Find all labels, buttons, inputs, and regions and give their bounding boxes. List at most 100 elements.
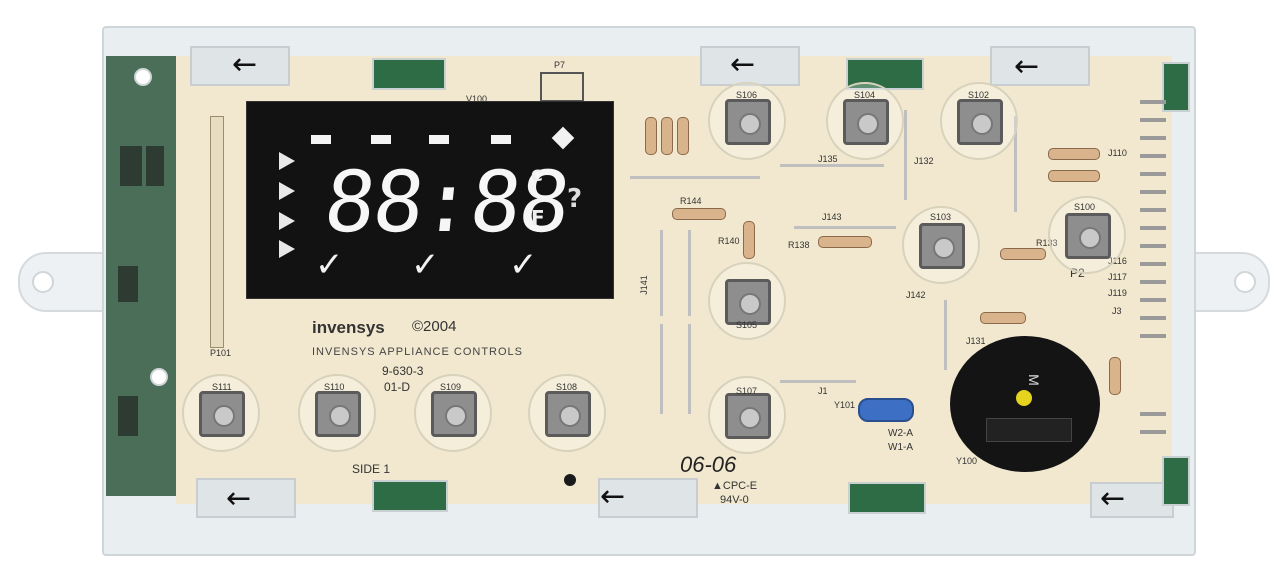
case-mount-ear-right xyxy=(1184,252,1270,312)
arrow-left-icon: ← xyxy=(730,47,756,82)
jumper-wire xyxy=(794,226,896,229)
label-s105: S105 xyxy=(736,320,758,330)
label-j131: J131 xyxy=(966,336,986,346)
case-tab xyxy=(598,478,698,518)
case-clip-right xyxy=(1162,62,1190,112)
label-j135: J135 xyxy=(818,154,838,164)
resistor xyxy=(1000,248,1046,260)
vfd-display: 88:88 C F ? ✓ ✓ ✓ xyxy=(246,101,614,299)
jumper-wire xyxy=(660,230,663,316)
jumper-wire xyxy=(630,176,760,179)
display-unit-c: C xyxy=(531,166,543,185)
resistor xyxy=(645,117,657,155)
display-diamond-icon xyxy=(551,126,575,150)
rating-text: 94V-0 xyxy=(720,494,749,506)
label-y101: Y101 xyxy=(834,400,856,410)
tactile-switch-s104[interactable] xyxy=(826,82,904,160)
resistor xyxy=(1048,170,1100,182)
arrow-left-icon: ← xyxy=(1014,49,1040,84)
label-p101: P101 xyxy=(210,348,232,358)
arrow-left-icon: ← xyxy=(600,479,626,514)
display-arrow-icon xyxy=(279,212,295,230)
label-s100: S100 xyxy=(1074,202,1096,212)
label-j3: J3 xyxy=(1112,306,1122,316)
case-mount-ear-left xyxy=(18,252,114,312)
arrow-left-icon: ← xyxy=(1100,481,1126,516)
label-p7: P7 xyxy=(554,60,566,70)
date-code-text: 06-06 xyxy=(680,452,737,477)
label-s109: S109 xyxy=(440,382,462,392)
jumper-wire xyxy=(660,324,663,414)
connector-p101 xyxy=(210,116,224,348)
resistor xyxy=(980,312,1026,324)
jumper-wire xyxy=(1014,116,1017,212)
label-j142: J142 xyxy=(906,290,926,300)
tactile-switch-s103[interactable] xyxy=(902,206,980,284)
tactile-switch-s110[interactable] xyxy=(298,374,376,452)
edge-pin-header xyxy=(1140,100,1166,450)
connector-p7 xyxy=(540,72,584,102)
label-j1: J1 xyxy=(818,386,828,396)
crystal-label: W2-A xyxy=(888,428,913,439)
display-question-icon: ? xyxy=(567,184,583,214)
cpc-text: ▲CPC-E xyxy=(712,480,758,492)
arrow-left-icon: ← xyxy=(226,481,252,516)
jumper-wire xyxy=(688,324,691,414)
arrow-left-icon: ← xyxy=(232,47,258,82)
tactile-switch-s106[interactable] xyxy=(708,82,786,160)
display-check-icon: ✓ xyxy=(509,245,538,285)
display-arrow-icon xyxy=(279,240,295,258)
label-r133: R133 xyxy=(1036,238,1058,248)
display-indicator-bar xyxy=(311,135,331,144)
buzzer-mark: M xyxy=(1025,374,1042,386)
label-j110: J110 xyxy=(1108,148,1127,158)
tactile-switch-s100[interactable] xyxy=(1048,196,1126,274)
tactile-switch-s108[interactable] xyxy=(528,374,606,452)
case-tab xyxy=(196,478,296,518)
display-indicator-bar xyxy=(429,135,449,144)
label-j116: J116 xyxy=(1108,256,1127,266)
tactile-switch-s102[interactable] xyxy=(940,82,1018,160)
display-check-icon: ✓ xyxy=(411,245,440,285)
label-j143: J143 xyxy=(822,212,842,222)
label-y100: Y100 xyxy=(956,456,978,466)
label-r144: R144 xyxy=(680,196,702,206)
label-s108: S108 xyxy=(556,382,578,392)
jumper-wire xyxy=(944,300,947,370)
display-arrow-icon xyxy=(279,182,295,200)
tactile-switch-s107[interactable] xyxy=(708,376,786,454)
label-s102: S102 xyxy=(968,90,990,100)
resistor xyxy=(1048,148,1100,160)
company-text: INVENSYS APPLIANCE CONTROLS xyxy=(312,346,523,358)
resistor xyxy=(1109,357,1121,395)
label-s110: S110 xyxy=(324,382,345,392)
label-j141: J141 xyxy=(638,275,649,295)
label-s104: S104 xyxy=(854,90,876,100)
mount-hole xyxy=(32,271,54,293)
tactile-switch-s109[interactable] xyxy=(414,374,492,452)
board-hole xyxy=(150,368,168,386)
display-indicator-bar xyxy=(371,135,391,144)
tactile-switch-s111[interactable] xyxy=(182,374,260,452)
case-tab xyxy=(1090,482,1174,518)
case-clip-right xyxy=(1162,456,1190,506)
display-indicator-bar xyxy=(491,135,511,144)
tactile-switch-s105[interactable] xyxy=(708,262,786,340)
resistor xyxy=(672,208,726,220)
case-clip xyxy=(372,58,446,90)
part-number-text: 9-630-3 xyxy=(382,364,424,378)
brand-logo: invensys xyxy=(312,318,385,337)
label-r138: R138 xyxy=(788,240,810,250)
jumper-wire xyxy=(904,110,907,200)
mount-hole xyxy=(1234,271,1256,293)
side-text: SIDE 1 xyxy=(352,462,391,476)
jumper-wire xyxy=(688,230,691,316)
label-j117: J117 xyxy=(1108,272,1127,282)
case-clip xyxy=(848,482,926,514)
label-s107: S107 xyxy=(736,386,758,396)
resistor xyxy=(677,117,689,155)
revision-text: 01-D xyxy=(384,380,411,394)
resistor xyxy=(743,221,755,259)
jumper-wire xyxy=(780,380,856,383)
label-s111: S111 xyxy=(212,382,232,392)
